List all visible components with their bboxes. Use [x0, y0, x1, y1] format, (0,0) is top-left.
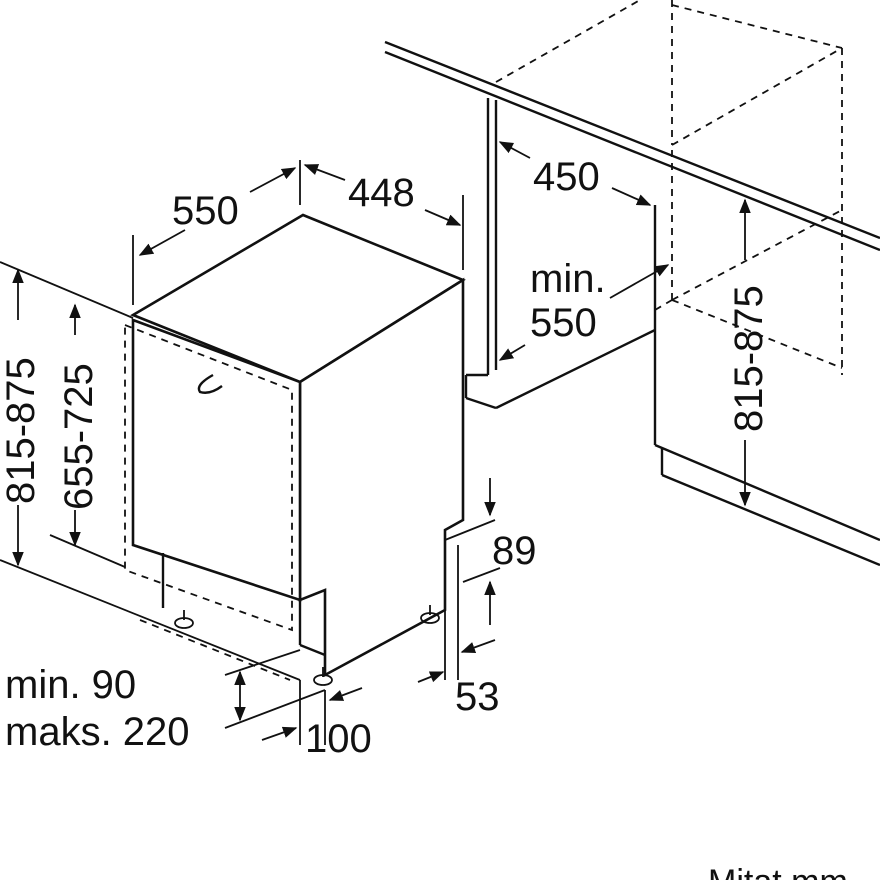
kitchen-niche	[384, 0, 880, 567]
min-depth-label-line2: 550	[530, 301, 597, 345]
foot-offset-label: 53	[455, 675, 500, 719]
dimension-lines	[12, 141, 751, 745]
plinth-max-label: maks. 220	[5, 710, 190, 754]
niche-height-label: 815-875	[727, 285, 771, 432]
units-note: Mitat mm	[708, 863, 848, 880]
width-label: 448	[348, 171, 415, 215]
total-height-label: 815-875	[0, 357, 43, 504]
cabinet-depth-label: 450	[533, 155, 600, 199]
min-depth-label-line1: min.	[530, 257, 606, 301]
door-height-label: 655-725	[57, 363, 101, 510]
plinth-recess-label: 89	[492, 529, 537, 573]
depth-label: 550	[172, 189, 239, 233]
plinth-depth-label: 100	[305, 717, 372, 761]
dishwasher-body	[124, 213, 466, 686]
plinth-min-label: min. 90	[5, 663, 136, 707]
